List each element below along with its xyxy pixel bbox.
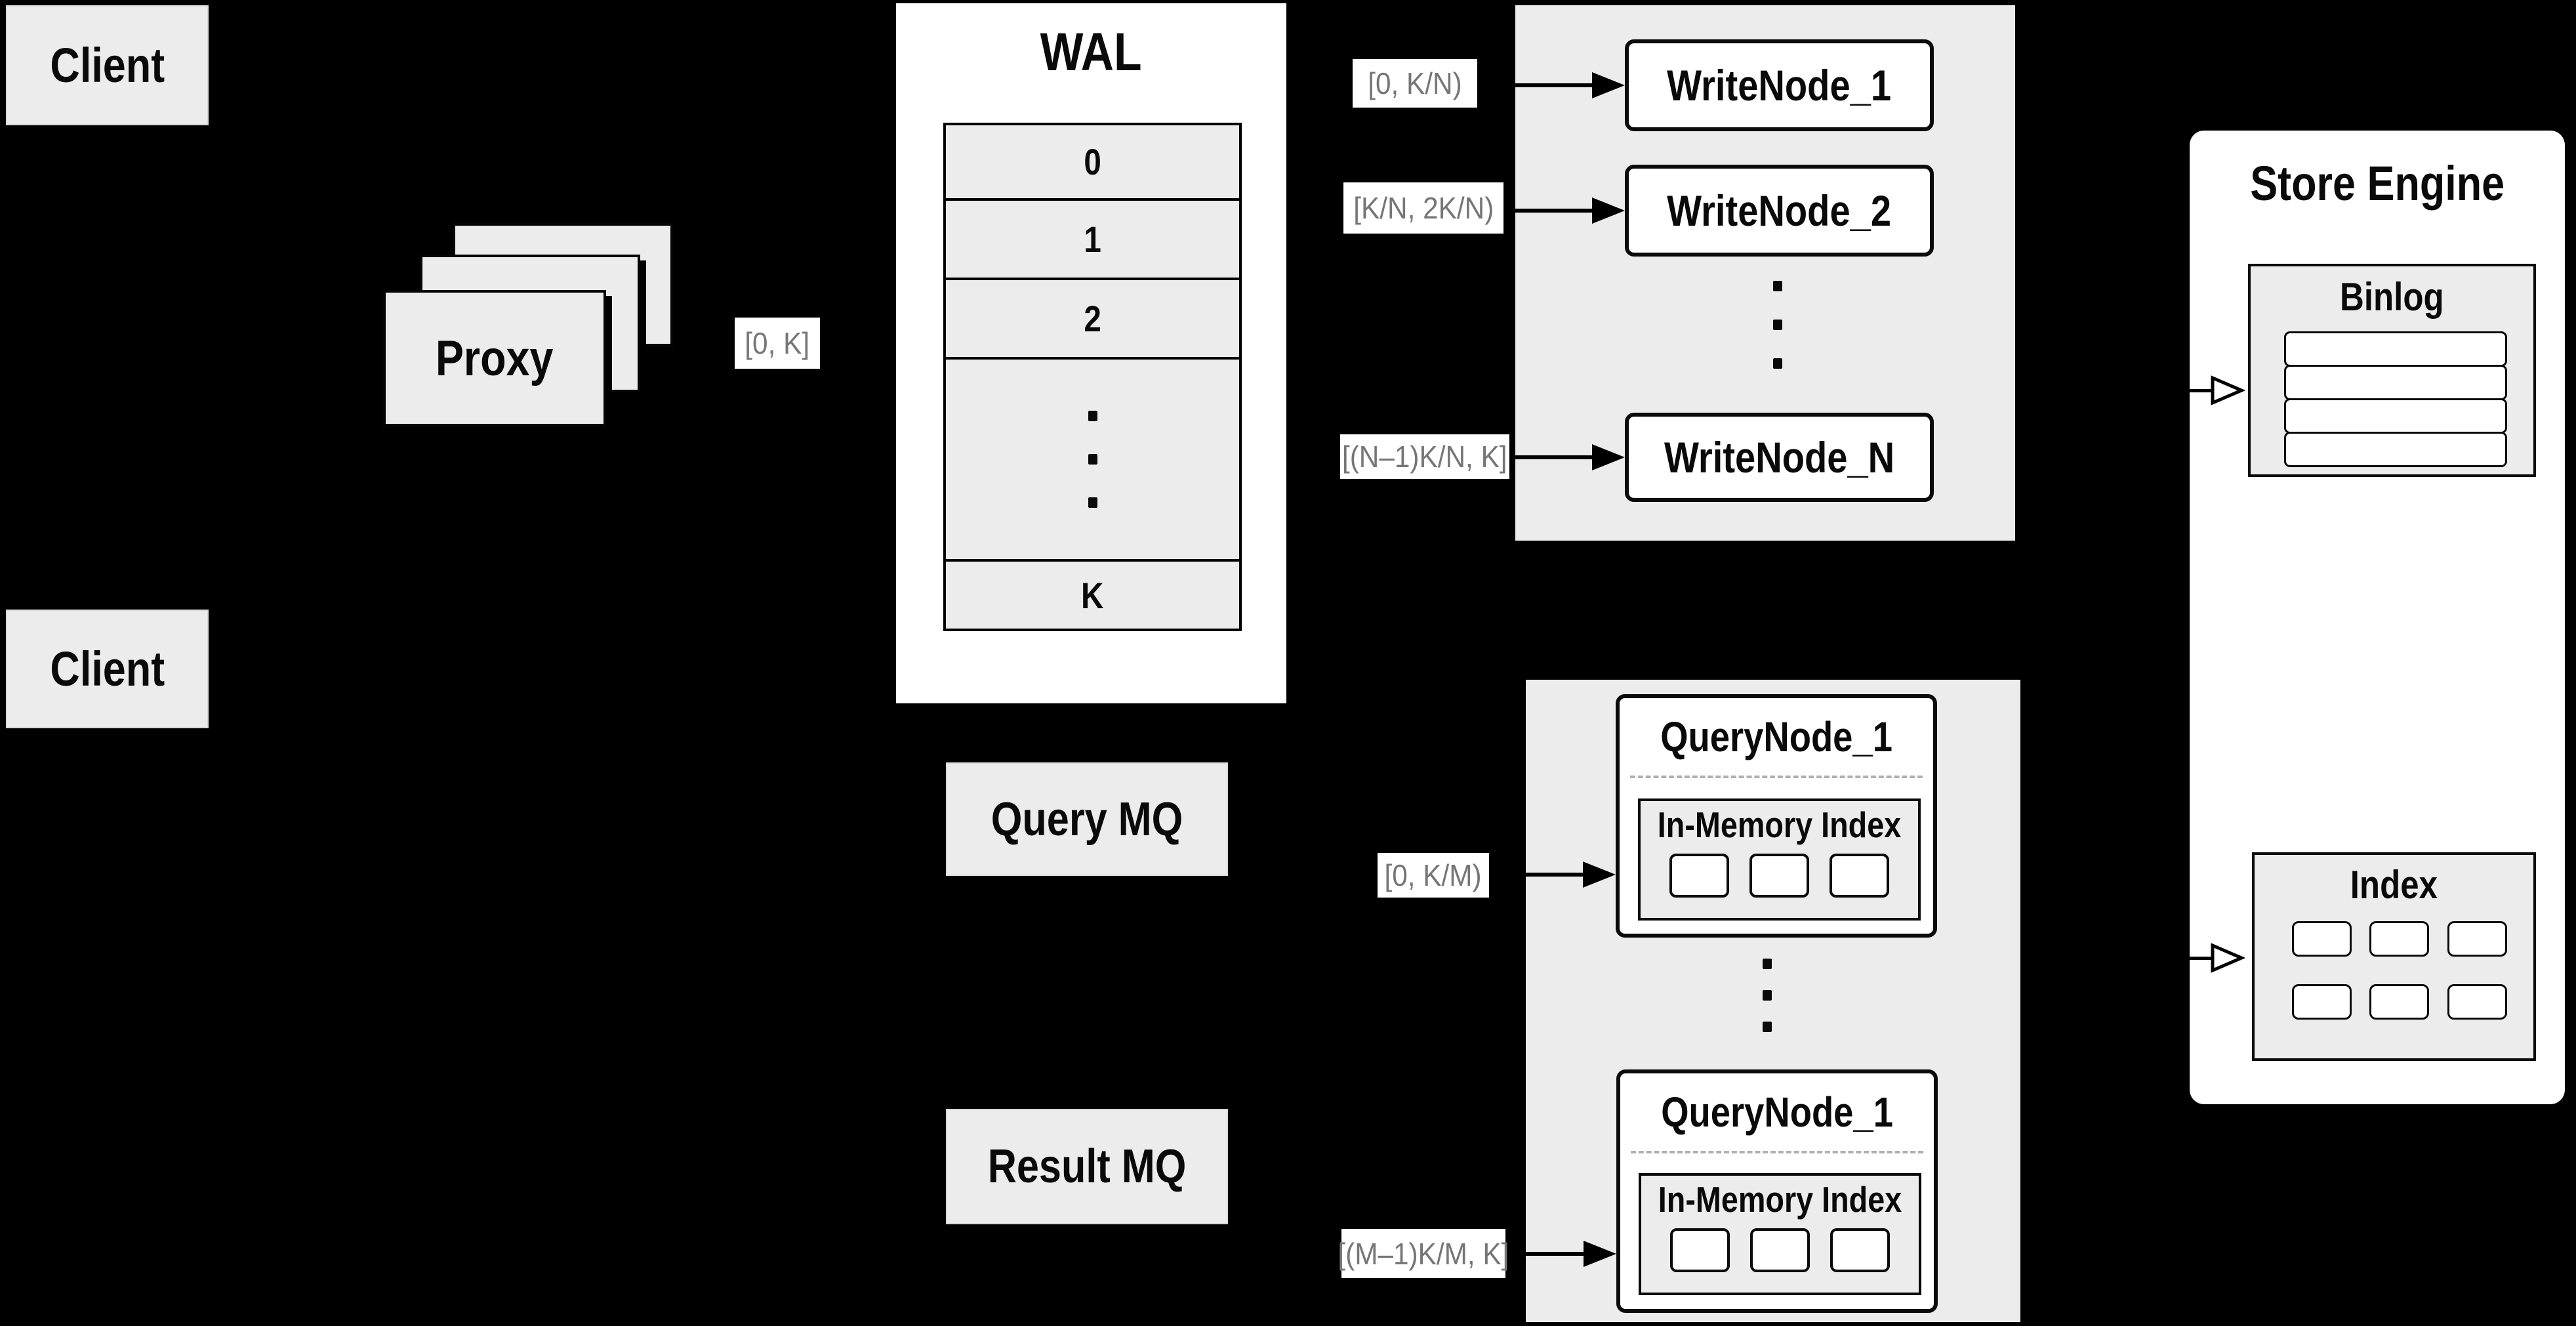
client-bottom-box: Client [6, 610, 209, 728]
wal-cell-k-label: K [1081, 574, 1104, 616]
index-square-icon [2292, 984, 2352, 1020]
write-node-n-label: WriteNode_N [1664, 433, 1895, 482]
in-memory-index-top-box: In-Memory Index [1638, 798, 1921, 921]
wal-title: WAL [1040, 22, 1142, 82]
client-bottom-label: Client [50, 642, 165, 696]
binlog-title-row: Binlog [2251, 266, 2533, 327]
binlog-row-icon [2284, 331, 2507, 367]
query-node-top-label: QueryNode_1 [1660, 713, 1892, 760]
range-label-query-1: [0, K/M) [1378, 853, 1489, 898]
binlog-label: Binlog [2340, 274, 2444, 319]
query-mq-box: Query MQ [946, 762, 1228, 876]
segment-square-icon [1750, 1228, 1810, 1272]
segment-square-icon [1670, 1228, 1730, 1272]
write-node-1-label: WriteNode_1 [1667, 61, 1892, 110]
index-label: Index [2350, 862, 2438, 907]
binlog-box: Binlog [2248, 264, 2536, 477]
in-memory-index-top-title-row: In-Memory Index [1641, 801, 1918, 848]
write-node-1-box: WriteNode_1 [1625, 39, 1934, 131]
segment-squares-row [1641, 1223, 1919, 1272]
in-memory-index-bottom-label: In-Memory Index [1658, 1179, 1902, 1220]
range-label-write-n-text: [(N–1)K/N, K] [1342, 440, 1507, 474]
range-label-query-2: [(M–1)K/M, K] [1338, 1229, 1509, 1278]
index-title-row: Index [2255, 855, 2533, 914]
dashed-divider [1630, 776, 1923, 778]
segment-square-icon [1749, 854, 1809, 898]
vertical-ellipsis-icon [1771, 281, 1784, 369]
binlog-rows [2284, 331, 2507, 467]
write-node-2-label: WriteNode_2 [1667, 186, 1892, 235]
range-label-write-2-text: [K/N, 2K/N) [1353, 191, 1494, 225]
query-node-top-title-row: QueryNode_1 [1620, 698, 1933, 776]
index-square-icon [2369, 984, 2429, 1020]
index-box: Index [2252, 852, 2536, 1061]
wal-cell-0-label: 0 [1084, 141, 1101, 182]
proxy-card-front: Proxy [383, 290, 606, 426]
in-memory-index-top-label: In-Memory Index [1657, 804, 1902, 845]
segment-square-icon [1830, 1228, 1890, 1272]
range-label-query-2-text: [(M–1)K/M, K] [1338, 1236, 1509, 1271]
wal-cell-2-label: 2 [1084, 298, 1101, 339]
client-top-box: Client [6, 5, 209, 125]
query-node-bottom-label: QueryNode_1 [1661, 1088, 1893, 1136]
range-label-write-2: [K/N, 2K/N) [1343, 182, 1503, 234]
client-top-label: Client [50, 38, 165, 93]
range-label-query-1-text: [0, K/M) [1384, 858, 1482, 892]
wal-cell-2: 2 [946, 280, 1239, 360]
store-engine-label: Store Engine [2250, 155, 2504, 211]
proxy-label: Proxy [436, 330, 554, 386]
range-label-write-n: [(N–1)K/N, K] [1340, 434, 1509, 479]
in-memory-index-bottom-title-row: In-Memory Index [1641, 1176, 1919, 1223]
write-node-2-box: WriteNode_2 [1625, 165, 1934, 257]
wal-cell-ellipsis [946, 360, 1239, 562]
index-square-icon [2292, 921, 2352, 957]
dashed-divider [1631, 1151, 1923, 1153]
wal-panel: WAL 0 1 2 K [896, 3, 1286, 703]
wal-cell-1-label: 1 [1084, 218, 1101, 260]
wal-cell-0: 0 [946, 125, 1239, 201]
query-node-bottom-box: QueryNode_1 In-Memory Index [1616, 1069, 1938, 1313]
range-label-proxy-text: [0, K] [745, 326, 810, 360]
vertical-ellipsis-icon [1088, 411, 1097, 508]
vertical-ellipsis-icon [1761, 959, 1774, 1032]
query-mq-label: Query MQ [991, 793, 1183, 846]
segment-square-icon [1669, 854, 1729, 898]
query-node-group: QueryNode_1 In-Memory Index QueryNode_1 [1526, 680, 2020, 1322]
index-square-icon [2447, 921, 2507, 957]
segment-squares-row [1641, 848, 1918, 898]
write-node-n-box: WriteNode_N [1625, 413, 1934, 502]
result-mq-box: Result MQ [946, 1109, 1228, 1224]
query-node-bottom-title-row: QueryNode_1 [1620, 1073, 1934, 1151]
index-square-icon [2369, 921, 2429, 957]
in-memory-index-bottom-box: In-Memory Index [1639, 1173, 1921, 1295]
wal-table: 0 1 2 K [943, 123, 1242, 631]
store-engine-panel: Store Engine Binlog Index [2190, 131, 2565, 1104]
query-node-top-box: QueryNode_1 In-Memory Index [1616, 694, 1937, 938]
result-mq-label: Result MQ [987, 1140, 1187, 1193]
index-square-icon [2447, 984, 2507, 1020]
write-node-group: WriteNode_1 WriteNode_2 WriteNode_N [1515, 5, 2015, 541]
range-label-write-1: [0, K/N) [1353, 59, 1477, 108]
wal-cell-1: 1 [946, 201, 1239, 280]
wal-title-row: WAL [896, 3, 1286, 102]
binlog-row-icon [2284, 432, 2507, 467]
range-label-proxy: [0, K] [735, 318, 820, 369]
binlog-row-icon [2284, 398, 2507, 434]
segment-square-icon [1830, 854, 1889, 898]
range-label-write-1-text: [0, K/N) [1368, 66, 1462, 100]
wal-cell-k: K [946, 562, 1239, 629]
store-engine-title-row: Store Engine [2190, 131, 2565, 236]
binlog-row-icon [2284, 365, 2507, 400]
